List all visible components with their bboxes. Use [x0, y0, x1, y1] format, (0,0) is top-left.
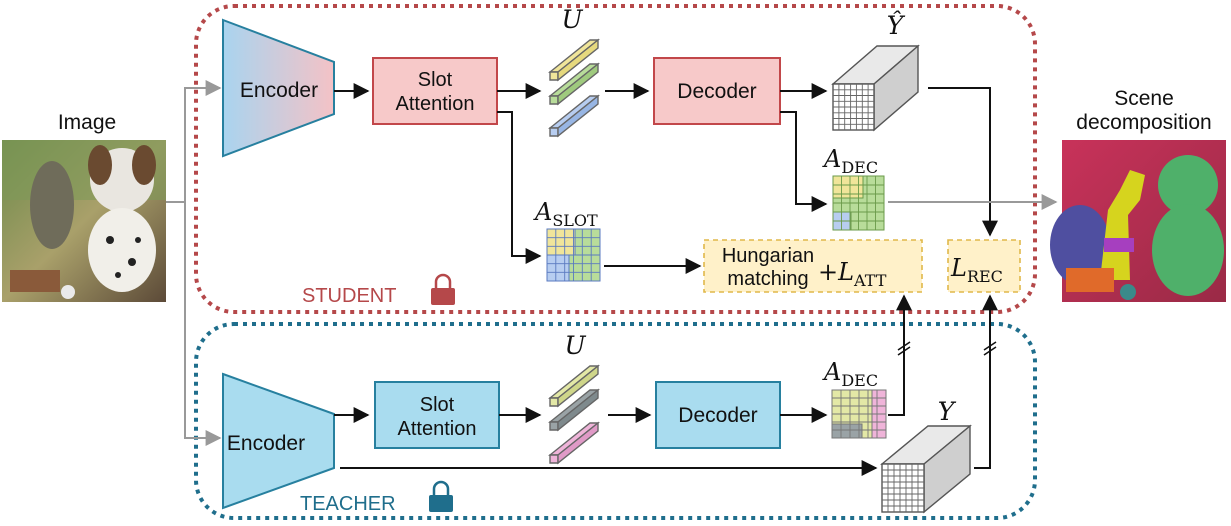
- output-label-line2: decomposition: [1076, 111, 1211, 134]
- student-slot-vectors: [548, 38, 600, 138]
- teacher-adec-label: ADEC: [822, 358, 878, 390]
- teacher-decoder-label: Decoder: [678, 404, 757, 427]
- student-frame: [194, 4, 1037, 314]
- l-rec-box: [947, 239, 1021, 293]
- arrow-feature-to-lrec: [974, 294, 998, 469]
- input-feed-line: [166, 80, 222, 203]
- student-aslot-label: ASLOT: [533, 198, 598, 230]
- student-decoder: [653, 57, 781, 125]
- hungarian-line1: Hungarian: [722, 245, 814, 267]
- student-label: STUDENT: [302, 285, 396, 307]
- student-recon-cube: [831, 44, 920, 132]
- input-image: [2, 140, 166, 302]
- student-slots-symbol: U: [561, 5, 583, 34]
- input-label: Image: [58, 111, 116, 134]
- student-lock-icon: [431, 273, 455, 305]
- hungarian-matching-box: [703, 239, 923, 293]
- student-slot-attention: [372, 57, 498, 125]
- teacher-lock-icon: [429, 480, 453, 512]
- student-recon-grid: [833, 84, 874, 130]
- teacher-feature-cube: [880, 424, 972, 514]
- student-decoder-label: Decoder: [677, 80, 756, 103]
- teacher-decoder: [655, 381, 781, 449]
- l-rec-label: LREC: [950, 254, 1003, 286]
- teacher-slot-attention: [374, 381, 500, 449]
- student-slot-attention-line2: Attention: [396, 93, 475, 115]
- teacher-frame: [194, 322, 1037, 520]
- student-encoder-label: Encoder: [240, 79, 318, 102]
- input-feed-line-teacher: [184, 202, 222, 446]
- teacher-label: TEACHER: [300, 493, 396, 515]
- stop-gradient-mark-att: [897, 341, 911, 356]
- student-adec-label: ADEC: [822, 145, 878, 177]
- student-slot-attention-line1: Slot: [418, 69, 453, 91]
- teacher-adec-grid: [831, 389, 887, 439]
- arrow-slot-to-aslot: [497, 111, 542, 264]
- teacher-slot-attention-line2: Attention: [398, 418, 477, 440]
- teacher-feature-symbol: Y: [938, 397, 957, 426]
- student-recon-symbol: Ŷ: [887, 11, 906, 40]
- hungarian-line2: matching: [727, 268, 808, 290]
- arrow-teacher-adec-to-latt: [888, 294, 912, 416]
- teacher-encoder: [222, 372, 335, 510]
- arrow-recon-to-lrec: [928, 87, 998, 237]
- arrow-decoder-to-adec: [780, 111, 828, 212]
- student-encoder: [222, 18, 335, 158]
- output-scene-decomposition-image: [1050, 140, 1226, 302]
- student-adec-grid: [832, 175, 885, 231]
- teacher-slots-symbol: U: [564, 331, 586, 360]
- l-att-label: +LATT: [818, 258, 887, 290]
- stop-gradient-mark-rec: [983, 341, 997, 356]
- output-label-line1: Scene: [1114, 87, 1174, 110]
- student-aslot-grid: [546, 228, 601, 282]
- teacher-encoder-label: Encoder: [227, 432, 305, 455]
- teacher-slot-attention-line1: Slot: [420, 394, 455, 416]
- teacher-slot-vectors: [548, 364, 600, 465]
